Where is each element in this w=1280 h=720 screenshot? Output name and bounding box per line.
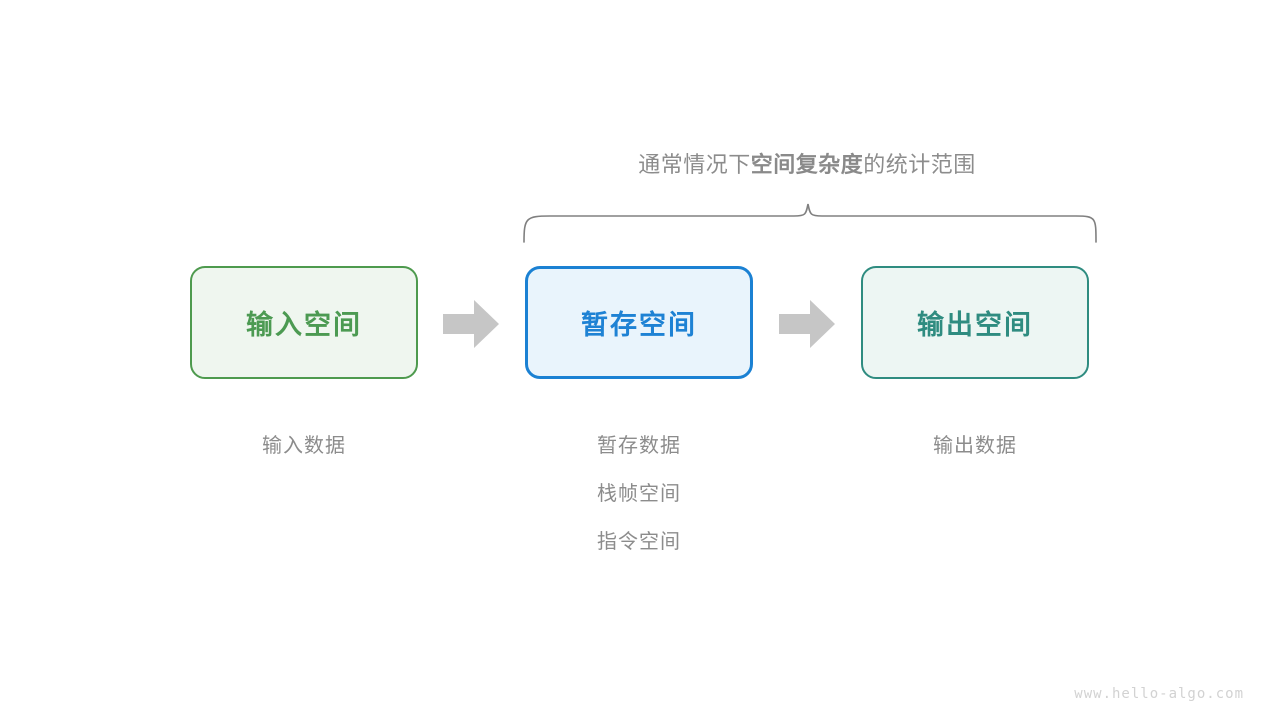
- box-output-space-label: 输出空间: [917, 310, 1033, 340]
- sublabel-item: 指令空间: [597, 531, 681, 553]
- sublabel-item: 暂存数据: [597, 435, 681, 457]
- sublabels-buffer-space: 暂存数据 栈帧空间 指令空间: [525, 422, 753, 566]
- arrow-right-icon-1: [443, 300, 499, 348]
- sublabels-input-space: 输入数据: [190, 422, 418, 470]
- sublabel-item: 输出数据: [933, 435, 1017, 457]
- sublabel-item: 栈帧空间: [597, 483, 681, 505]
- caption-prefix: 通常情况下: [638, 152, 751, 177]
- watermark: www.hello-algo.com: [1074, 686, 1244, 702]
- sublabel-item: 输入数据: [262, 435, 346, 457]
- box-buffer-space-label: 暂存空间: [581, 310, 697, 340]
- box-input-space-label: 输入空间: [246, 310, 362, 340]
- scope-caption-text: 通常情况下空间复杂度的统计范围: [638, 147, 976, 179]
- caption-emphasis: 空间复杂度: [750, 152, 864, 177]
- caption-suffix: 的统计范围: [863, 152, 976, 177]
- sublabels-output-space: 输出数据: [861, 422, 1089, 470]
- box-buffer-space[interactable]: 暂存空间: [525, 266, 753, 379]
- arrow-right-icon-2: [779, 300, 835, 348]
- box-output-space[interactable]: 输出空间: [861, 266, 1089, 379]
- box-input-space[interactable]: 输入空间: [190, 266, 418, 379]
- scope-brace-icon: [523, 203, 1097, 243]
